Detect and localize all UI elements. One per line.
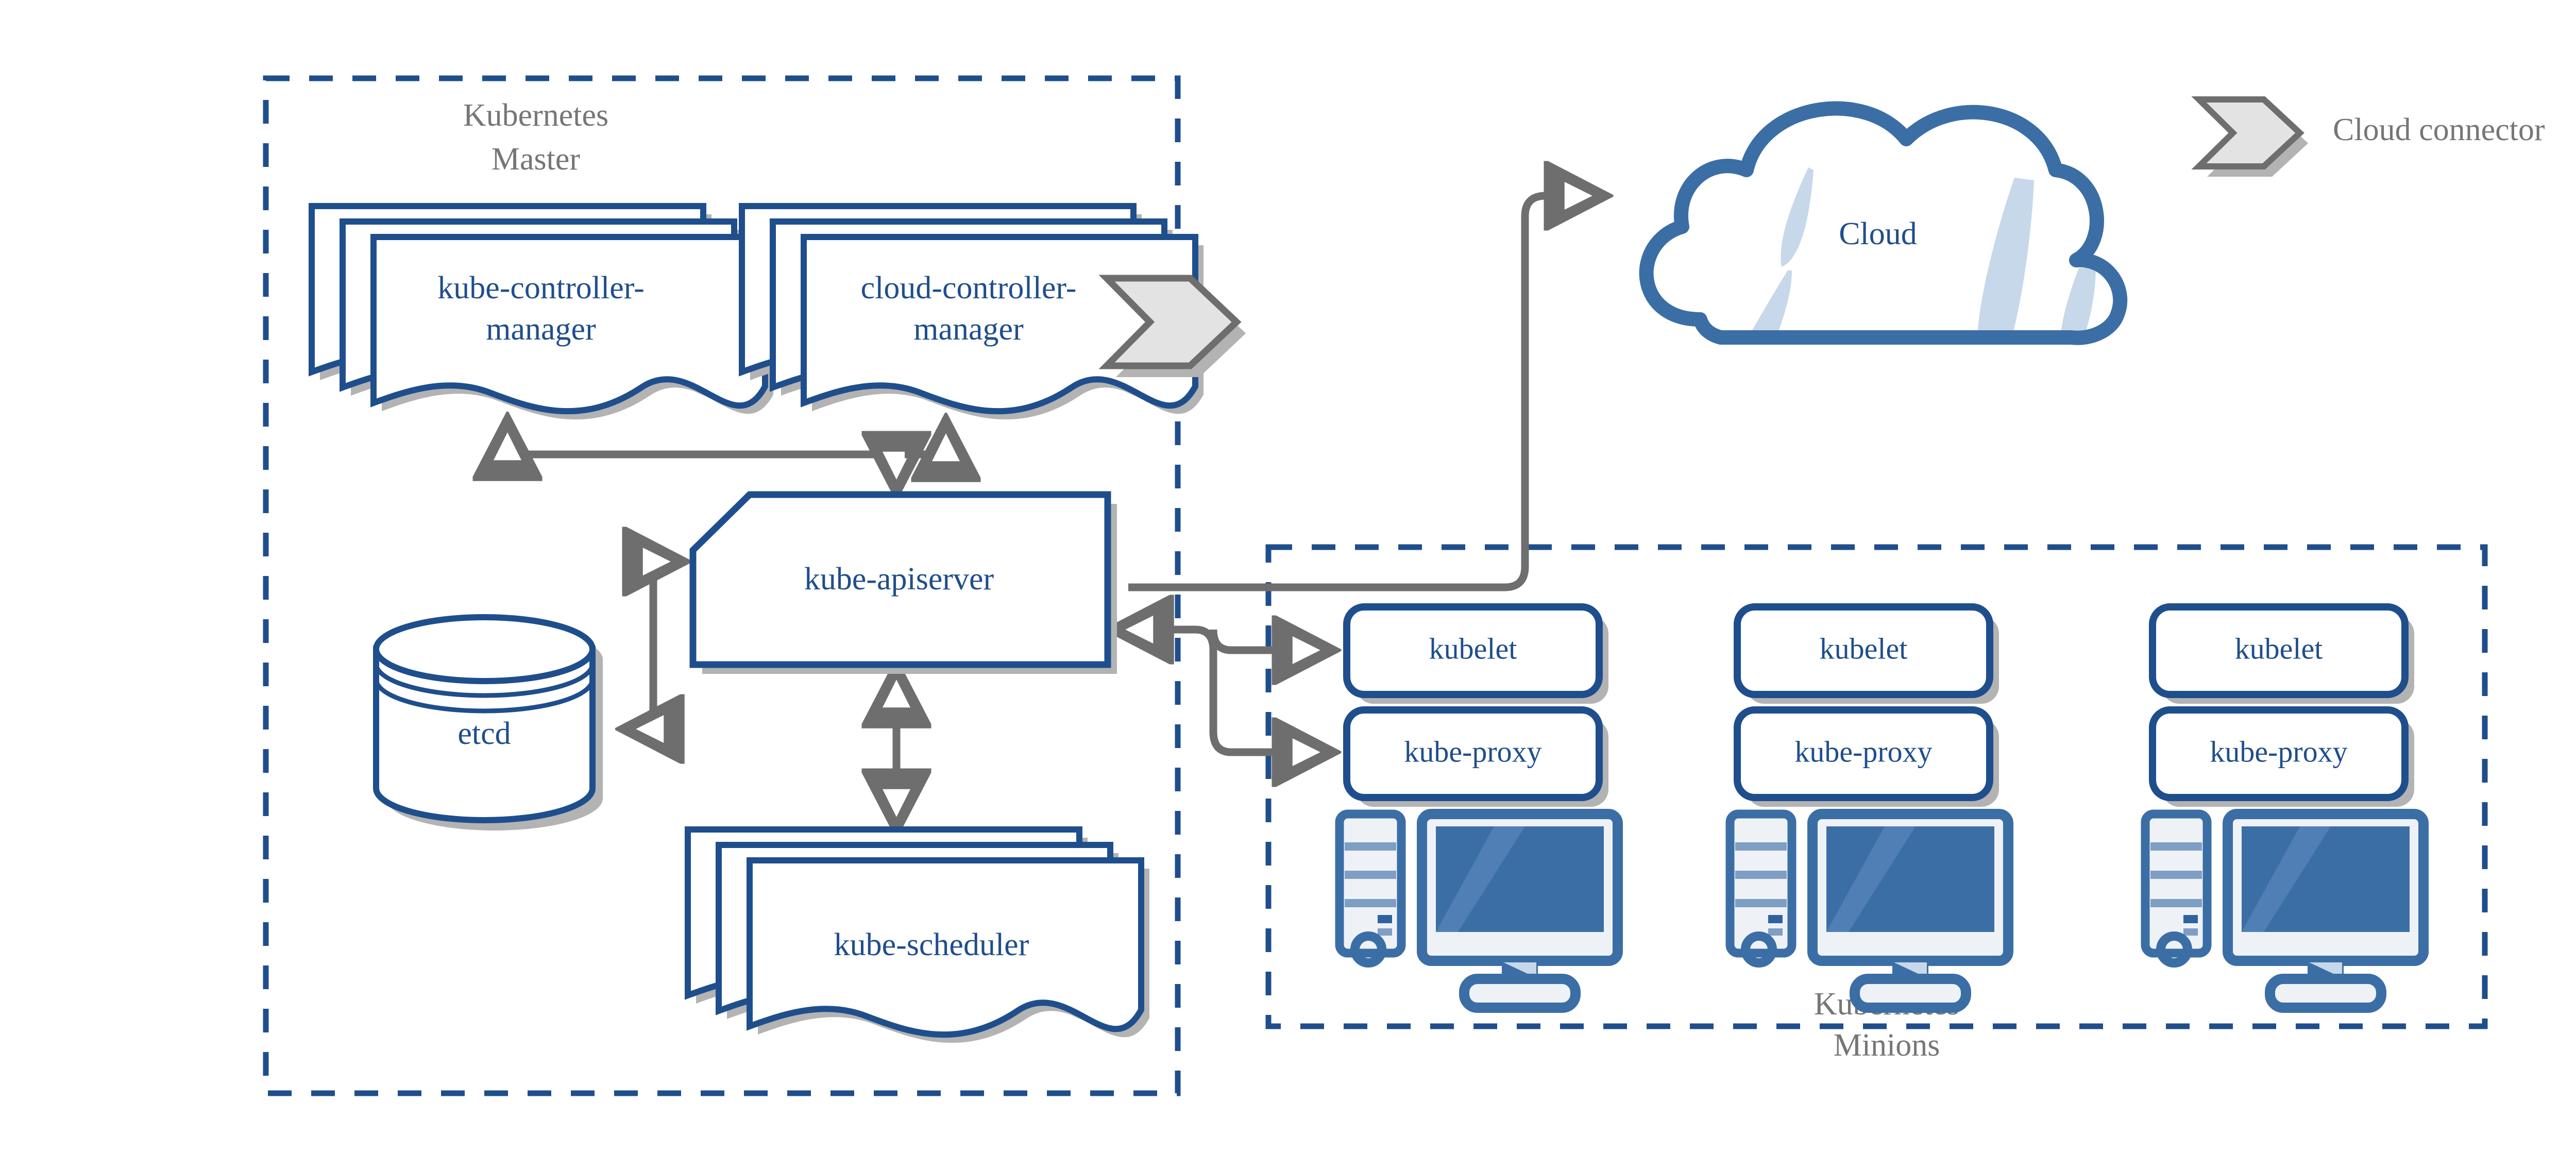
connector-ccm-to-cloud [1128,196,1607,591]
legend-cloud-connector: Cloud connector [2191,96,2545,177]
kubelet-label: kubelet [1820,632,1908,665]
desktop-computer-icon [2141,809,2429,1013]
node-cloud[interactable]: Cloud [1639,101,2128,345]
connector-apiserver-to-kubelet [1110,630,1335,650]
connector-ccm-to-bus [905,417,950,459]
minion-3-kube-proxy[interactable]: kube-proxy [2149,706,2414,807]
legend-cloud-connector-label: Cloud connector [2333,112,2545,147]
kube-proxy-body [1343,706,1603,801]
kubelet-label: kubelet [2235,632,2323,665]
minion-1-kube-proxy[interactable]: kube-proxy [1343,706,1608,807]
kube-scheduler-label: kube-scheduler [834,927,1029,962]
chevron-body-front [1098,275,1242,369]
connector-apiserver-to-kubeproxy [1209,650,1335,752]
minion-2-kubelet[interactable]: kubelet [1734,603,1999,704]
kube-controller-manager-label-line1: kube-controller- [437,270,645,306]
node-kube-controller-manager[interactable]: kube-controller- manager [312,206,773,420]
connectors-layer [507,196,1607,832]
minion-3-kubelet[interactable]: kubelet [2149,603,2414,704]
master-group-label-line2: Master [492,142,581,177]
minions-group-label-line2: Minions [1834,1028,1940,1063]
node-kube-apiserver[interactable]: kube-apiserver [689,491,1117,674]
cloud-controller-manager-label-line1: cloud-controller- [861,270,1077,306]
minion-1-kubelet[interactable]: kubelet [1343,603,1608,704]
kube-proxy-body [2149,706,2409,801]
etcd-rim-line-1 [374,663,595,698]
etcd-rim-line-2 [374,679,595,714]
minion-node-3: kubelet kube-proxy [2141,603,2429,1013]
apiserver-body [689,491,1111,668]
kubelet-label: kubelet [1429,632,1517,665]
kubelet-body [2149,603,2409,698]
node-cloud-controller-manager[interactable]: cloud-controller- manager [742,206,1204,420]
etcd-top-rim [373,614,596,684]
etcd-label: etcd [457,716,511,751]
kube-proxy-label: kube-proxy [2210,735,2347,768]
minion-node-1: kubelet kube-proxy [1335,603,1623,1013]
desktop-computer-icon [1335,809,1623,1013]
connector-controllers-to-apiserver [507,417,896,495]
kube-controller-manager-label-line2: manager [486,312,596,347]
desktop-computer-icon [1725,809,2013,1013]
master-group-border [263,75,1181,1096]
kube-proxy-label: kube-proxy [1404,735,1541,768]
minions-group-border [1265,544,2488,1029]
node-etcd[interactable]: etcd [373,614,603,830]
cloud-outline [1639,101,2128,345]
cloud-label: Cloud [1839,216,1917,251]
kube-apiserver-label: kube-apiserver [804,562,994,597]
cloud-connector-chevron-icon-front [1098,275,1246,377]
master-group-label-line1: Kubernetes [463,98,608,133]
cloud-accent-shapes [1747,167,2096,337]
group-kubernetes-master: Kubernetes Master [263,75,1181,1096]
node-kube-scheduler[interactable]: kube-scheduler [688,829,1149,1043]
minion-2-kube-proxy[interactable]: kube-proxy [1734,706,1999,807]
kubelet-body [1734,603,1993,698]
legend-cloud-connector-icon [2191,96,2304,169]
minion-node-2: kubelet kube-proxy [1725,603,2013,1013]
kubelet-body [1343,603,1603,698]
kube-proxy-label: kube-proxy [1794,735,1932,768]
cloud-controller-manager-label-line2: manager [913,312,1024,347]
connector-apiserver-to-etcd [621,562,686,729]
kube-proxy-body [1734,706,1993,801]
